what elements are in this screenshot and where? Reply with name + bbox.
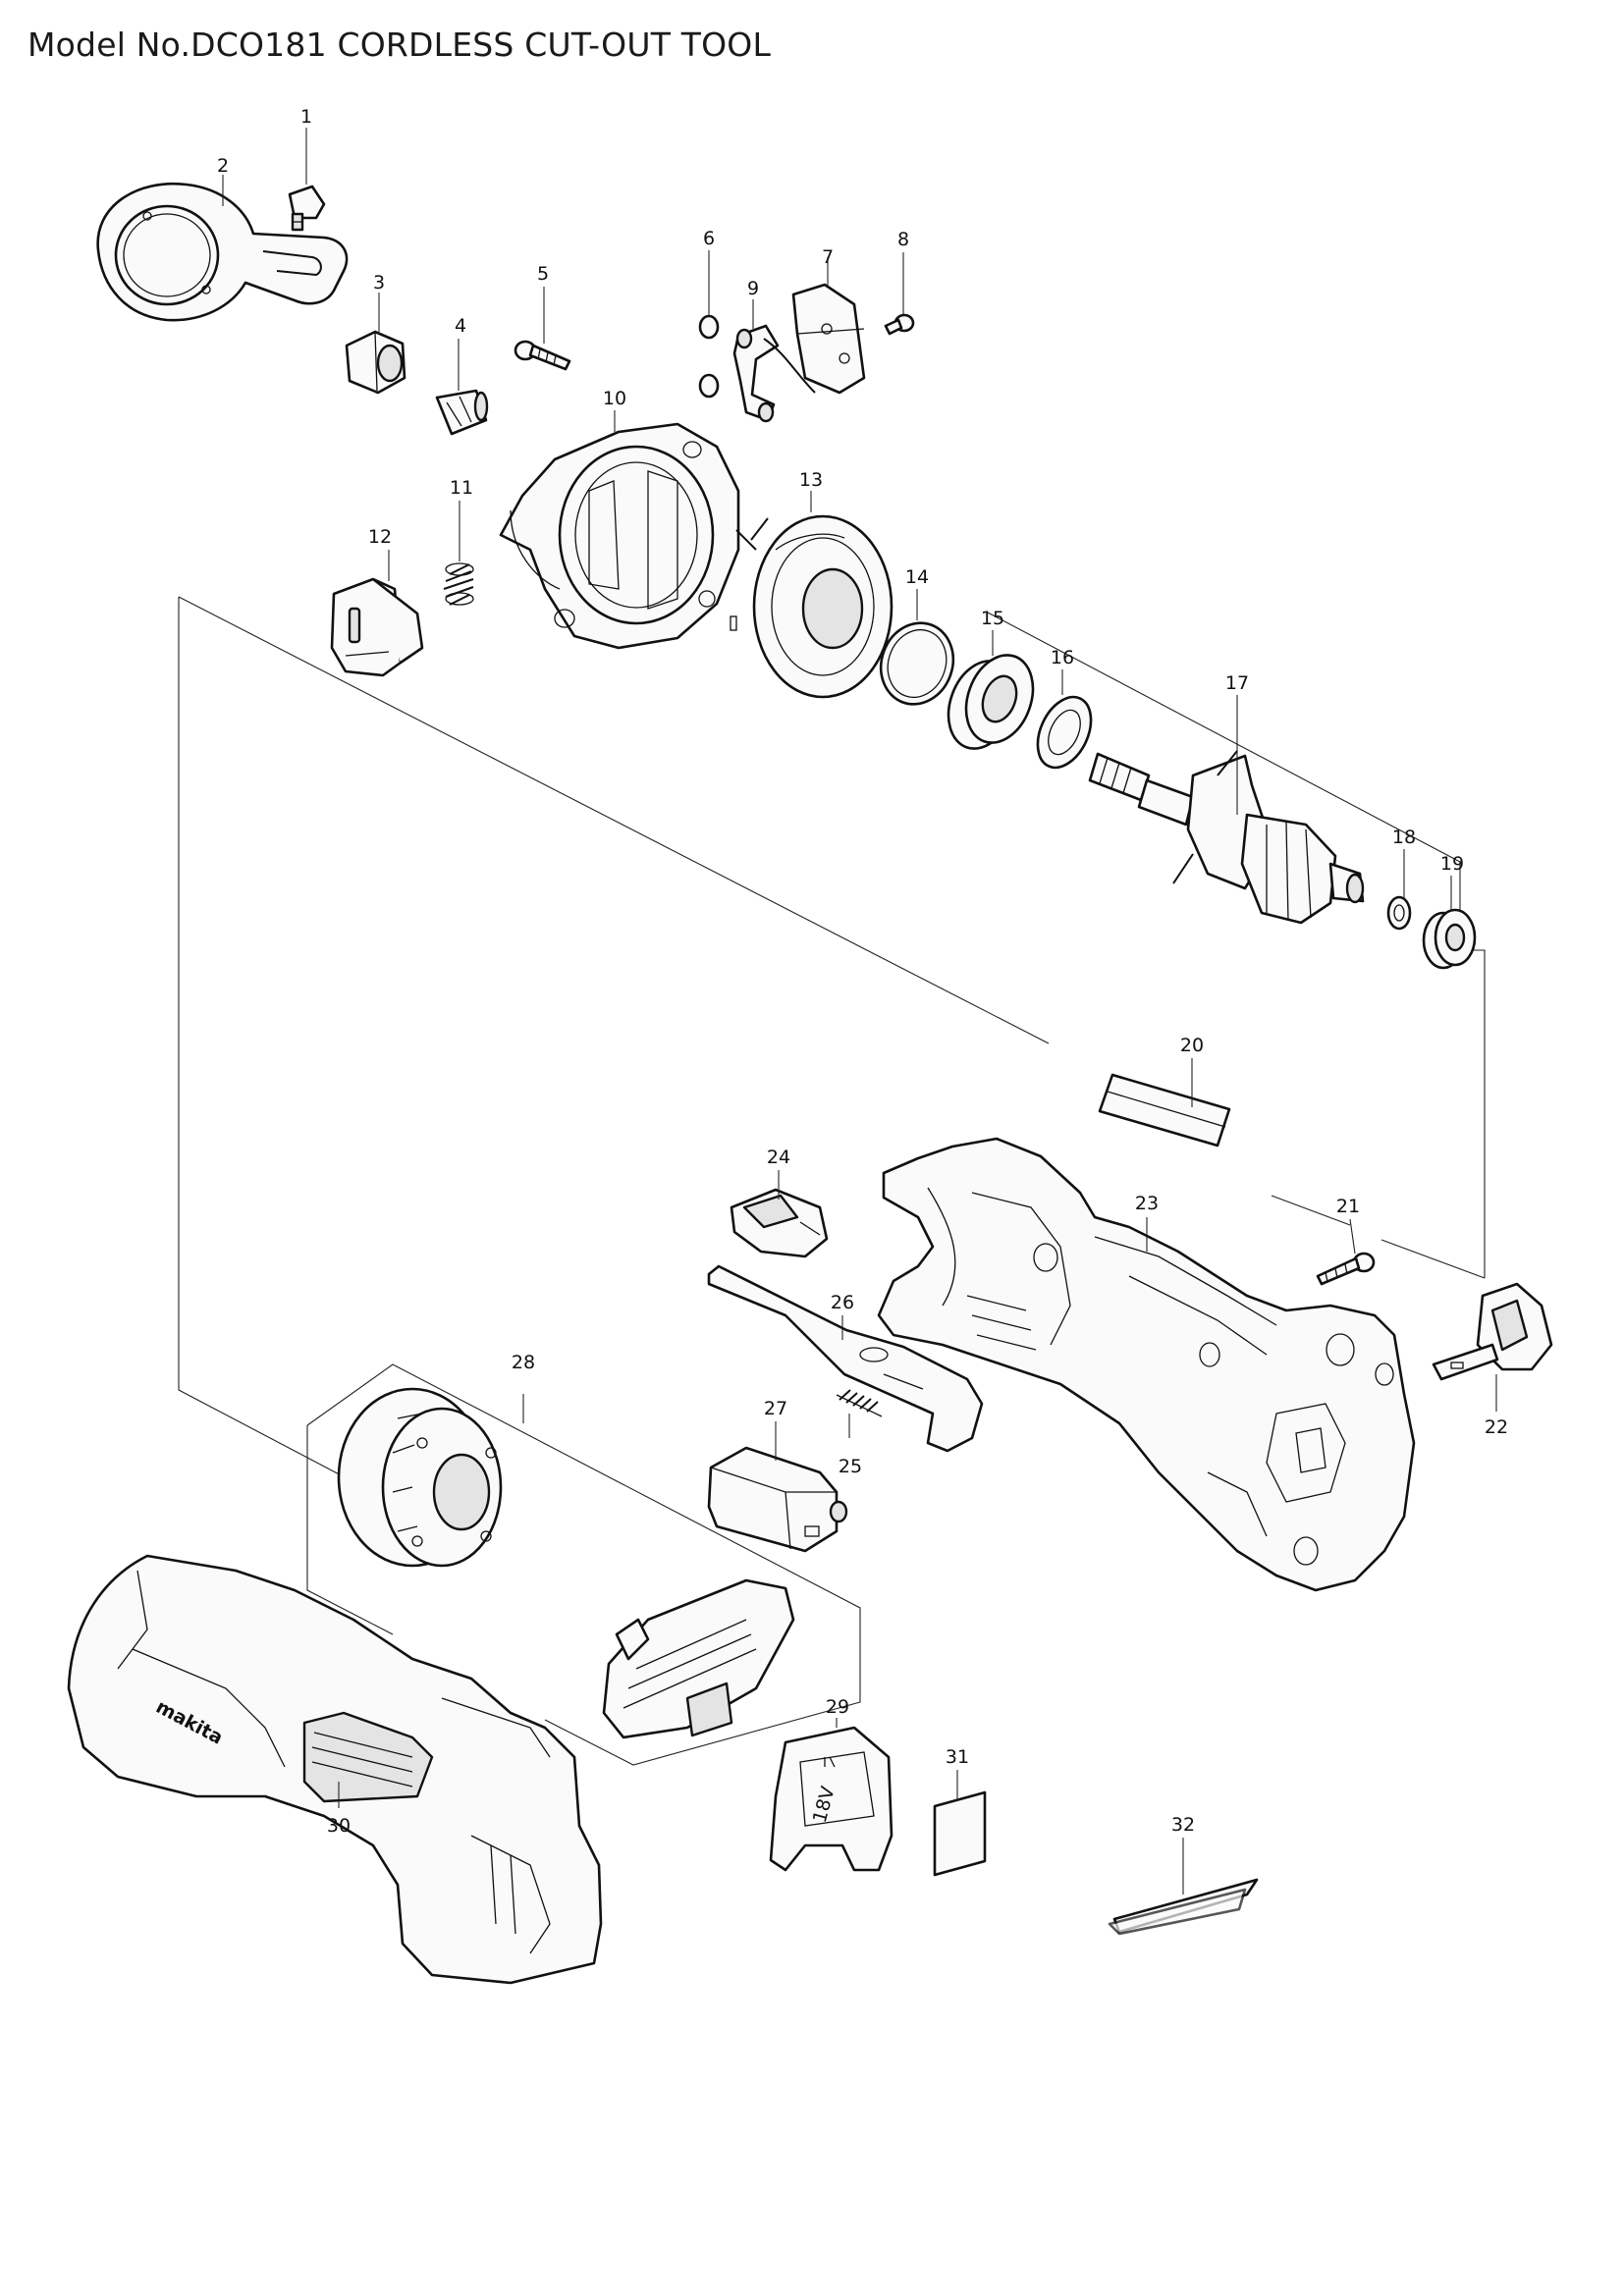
part-23-housing-set bbox=[877, 1137, 1416, 1592]
callout-16: 16 bbox=[1051, 647, 1074, 668]
part-1-wing-screw bbox=[288, 185, 326, 232]
callout-13: 13 bbox=[799, 469, 823, 491]
part-26-slide-lever bbox=[707, 1264, 984, 1453]
callout-30: 30 bbox=[327, 1815, 351, 1837]
part-6-o-ring bbox=[698, 314, 720, 399]
callout-22: 22 bbox=[1485, 1416, 1508, 1438]
callout-2: 2 bbox=[217, 155, 229, 177]
callout-10: 10 bbox=[603, 388, 626, 409]
callout-8: 8 bbox=[897, 229, 909, 250]
part-19-ball-bearing bbox=[1422, 908, 1477, 970]
part-15-ball-bearing bbox=[947, 654, 1035, 750]
callout-29: 29 bbox=[826, 1696, 849, 1718]
part-13-baffle-plate bbox=[730, 514, 893, 699]
callout-23: 23 bbox=[1135, 1193, 1159, 1214]
part-22-switch bbox=[1432, 1282, 1553, 1381]
callout-25: 25 bbox=[839, 1456, 862, 1477]
part-4-collet bbox=[435, 389, 489, 436]
part-20-name-plate bbox=[1098, 1073, 1231, 1148]
callout-1: 1 bbox=[300, 106, 312, 128]
callout-26: 26 bbox=[831, 1292, 854, 1313]
callout-14: 14 bbox=[905, 566, 929, 588]
callout-15: 15 bbox=[981, 608, 1004, 629]
part-29-battery-terminal: 18V bbox=[769, 1726, 893, 1872]
part-9-switch-lever bbox=[732, 324, 816, 423]
callout-3: 3 bbox=[373, 272, 385, 294]
part-10-motor-housing-front bbox=[499, 422, 740, 650]
callout-28: 28 bbox=[512, 1352, 535, 1373]
callout-12: 12 bbox=[368, 526, 392, 548]
part-3-collet-nut bbox=[345, 330, 406, 395]
page-title: Model No.DCO181 CORDLESS CUT-OUT TOOL bbox=[27, 26, 772, 64]
part-12-shaft-lock-button bbox=[330, 577, 424, 677]
part-27-controller-unit bbox=[707, 1446, 848, 1553]
callout-21: 21 bbox=[1336, 1196, 1360, 1217]
callout-17: 17 bbox=[1225, 672, 1249, 694]
callout-5: 5 bbox=[537, 263, 549, 285]
part-30-motor-housing: makita bbox=[67, 1554, 603, 1985]
part-18-washer bbox=[1386, 895, 1412, 931]
callout-27: 27 bbox=[764, 1398, 787, 1419]
callout-9: 9 bbox=[747, 278, 759, 299]
callout-18: 18 bbox=[1392, 827, 1416, 848]
callout-leader-lines bbox=[222, 128, 1497, 1895]
callout-32: 32 bbox=[1171, 1814, 1195, 1836]
part-5-tapping-screw bbox=[514, 340, 571, 371]
callout-7: 7 bbox=[822, 246, 834, 268]
part-24-switch-button bbox=[730, 1188, 829, 1258]
part-14-ring bbox=[879, 621, 955, 706]
part-2-base-ring bbox=[96, 182, 349, 322]
part-21-tapping-screw bbox=[1316, 1252, 1376, 1286]
callout-19: 19 bbox=[1440, 853, 1464, 875]
callout-24: 24 bbox=[767, 1147, 790, 1168]
callout-20: 20 bbox=[1180, 1035, 1204, 1056]
callout-6: 6 bbox=[703, 228, 715, 249]
part-7-plate bbox=[791, 283, 866, 395]
callout-11: 11 bbox=[450, 477, 473, 499]
part-28-motor-stator bbox=[337, 1387, 503, 1568]
part-32-label bbox=[1108, 1878, 1259, 1936]
assembly-lines bbox=[178, 596, 1486, 1766]
part-31-label bbox=[933, 1790, 987, 1877]
part-11-compression-spring bbox=[443, 562, 474, 606]
part-28-controller-board bbox=[602, 1578, 795, 1739]
callout-4: 4 bbox=[455, 315, 466, 337]
part-16-washer bbox=[1036, 695, 1093, 770]
part-8-screw bbox=[884, 313, 915, 336]
part-17-armature bbox=[1088, 750, 1365, 925]
callout-numbers: 1 2 3 4 5 6 7 8 9 10 11 12 13 14 15 16 1… bbox=[217, 106, 1508, 1837]
callout-31: 31 bbox=[946, 1746, 969, 1768]
part-25-compression-spring bbox=[836, 1389, 883, 1417]
